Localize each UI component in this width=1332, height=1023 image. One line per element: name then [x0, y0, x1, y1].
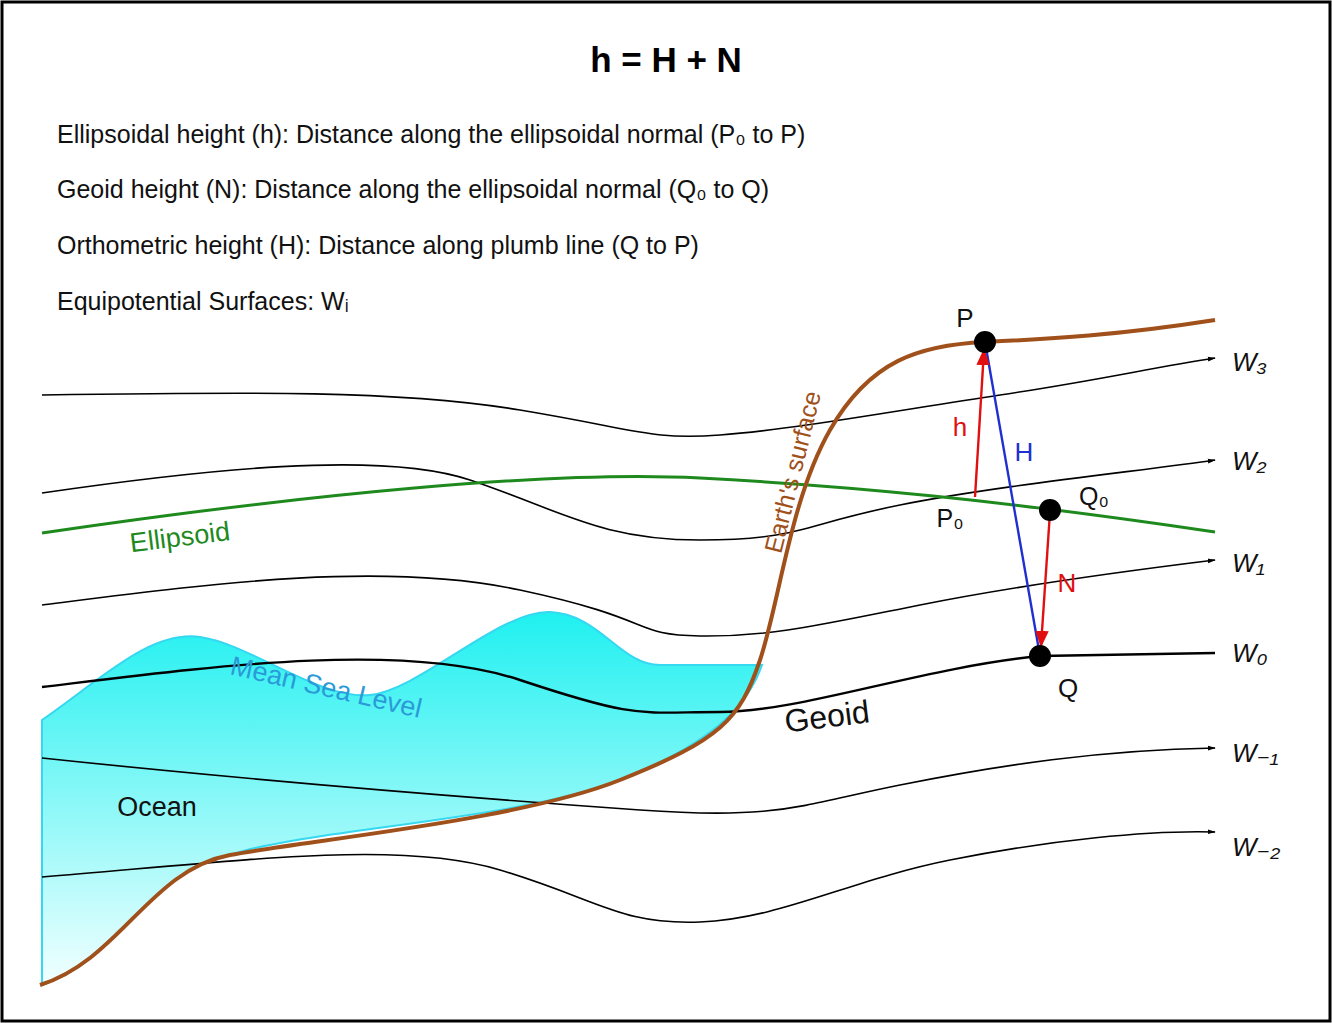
surface-name: Ellipsoid [128, 517, 231, 559]
equipotential-lines [42, 358, 1215, 922]
diagram-title: h = H + N [590, 41, 742, 80]
region-label: Ocean [117, 793, 197, 823]
surface-name: Geoid [782, 694, 871, 739]
point-q [1029, 645, 1051, 667]
surface-label: W₀ [1232, 639, 1268, 668]
point-q0 [1039, 499, 1061, 521]
ocean [42, 612, 762, 985]
surface-label: W₂ [1232, 447, 1266, 476]
surface-label: W₃ [1232, 348, 1267, 377]
point-label: P [956, 304, 973, 333]
surface-label: W₋₁ [1232, 739, 1278, 768]
surface-label: W₋₂ [1232, 833, 1280, 862]
definition-text: Equipotential Surfaces: Wᵢ [57, 288, 349, 316]
surface-name: Mean Sea Level [228, 652, 425, 725]
definition-text: Orthometric height (H): Distance along p… [57, 232, 699, 260]
point-label: Q [1058, 674, 1078, 703]
definition-text: Geoid height (N): Distance along the ell… [57, 176, 769, 204]
height-symbol: h [953, 413, 967, 442]
surface-label: W₁ [1232, 549, 1265, 578]
height-symbol: N [1058, 569, 1077, 598]
height-symbol: H [1015, 438, 1034, 467]
surface-name: Earth's surface [760, 388, 827, 556]
ellipsoidal-height-arrow [975, 350, 984, 497]
definition-text: Ellipsoidal height (h): Distance along t… [57, 121, 805, 149]
point-label: Q₀ [1079, 483, 1109, 511]
earth-surface [40, 320, 1215, 985]
geoid-height-arrow [1041, 512, 1050, 646]
point-p [974, 331, 996, 353]
orthometric-line [985, 342, 1040, 656]
point-label: P₀ [936, 505, 963, 533]
